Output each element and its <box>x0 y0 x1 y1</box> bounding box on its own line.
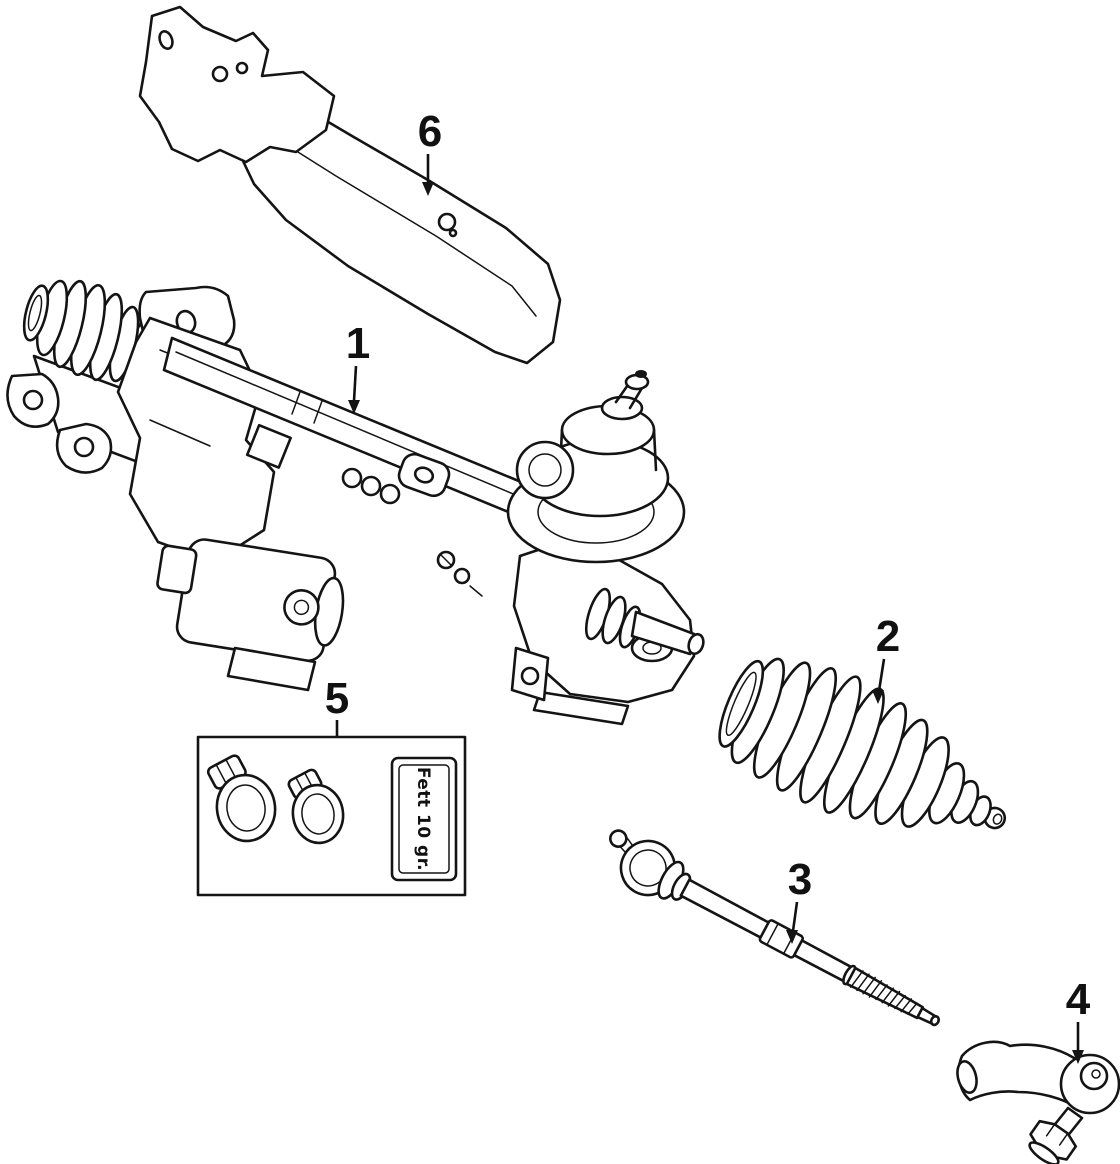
mounting-hole <box>73 436 95 458</box>
heat-shield-mount-hole <box>437 212 457 232</box>
motor-unit <box>156 538 345 663</box>
inner-tie-rod-part <box>609 829 941 1027</box>
nut-washer <box>1028 1141 1060 1164</box>
input-shaft-tip <box>635 370 647 378</box>
clamp-band-inner <box>301 793 335 835</box>
callout-3-label[interactable]: 3 <box>788 855 812 904</box>
callout-1-arrowhead <box>348 400 360 414</box>
rack-end <box>584 587 705 656</box>
callout-2-arrowhead <box>872 690 884 704</box>
left-bellows <box>22 279 154 383</box>
motor-lower-bracket <box>226 646 317 692</box>
callout-2-label[interactable]: 2 <box>876 612 900 661</box>
castle-nut-slots <box>1045 1123 1069 1146</box>
heat-shield-part <box>138 5 562 365</box>
tube-plug <box>341 467 363 489</box>
boot-opening <box>725 671 757 737</box>
motor-connector <box>156 544 198 595</box>
nipple-line <box>619 836 633 854</box>
outer-tie-rod-end-part <box>956 1040 1120 1164</box>
grease-packet-label: Fett 10 gr. <box>413 767 433 871</box>
heat-shield-hole <box>235 61 249 75</box>
heat-shield-lower-plate <box>231 86 562 365</box>
motor-boss-center <box>293 599 310 616</box>
callout-5-label[interactable]: 5 <box>325 674 349 723</box>
callout-6: 6 <box>418 107 442 196</box>
heat-shield-slot-hole <box>158 29 174 51</box>
callout-1-label[interactable]: 1 <box>346 319 370 368</box>
castle-nut-body <box>1029 1119 1078 1161</box>
heat-shield-hole <box>211 65 229 83</box>
rack-end-tip <box>687 632 705 656</box>
screw-slot <box>469 585 483 597</box>
rack-end-rod <box>630 610 696 656</box>
ball-joint-center <box>1091 1069 1101 1079</box>
callout-4: 4 <box>1066 975 1091 1064</box>
callout-6-label[interactable]: 6 <box>418 107 442 156</box>
side-foot-hole <box>520 666 540 686</box>
steering-gear-part <box>6 279 705 726</box>
heat-shield-upper-bracket <box>138 5 336 164</box>
boot-collar <box>718 659 765 748</box>
callout-2: 2 <box>872 612 900 704</box>
boot-tip-hole <box>992 813 1003 825</box>
screw <box>453 567 471 585</box>
heat-shield-mount-hole-small <box>448 228 458 238</box>
rack-tube-tick <box>291 391 301 415</box>
callout-4-label[interactable]: 4 <box>1066 975 1091 1024</box>
mounting-hole <box>22 389 44 411</box>
tube-window <box>245 423 292 469</box>
ball-stud-nipple <box>609 829 628 848</box>
rack-tube-line <box>175 351 557 513</box>
clamp-band-inner <box>226 784 266 832</box>
castle-nut <box>1028 1119 1078 1164</box>
right-bracket-foot <box>532 690 630 726</box>
heat-shield-contour-line <box>262 129 537 317</box>
ball-joint-cap <box>1079 1061 1109 1091</box>
callout-3-arrowhead <box>786 930 798 944</box>
pinion-boss-inner <box>528 453 562 487</box>
callout-4-arrowhead <box>1072 1050 1084 1064</box>
bellows-end-opening <box>27 294 43 332</box>
callout-1-arrow <box>352 365 358 402</box>
clamp-kit-part: Fett 10 gr. <box>196 735 467 897</box>
thread-line <box>850 970 918 1015</box>
grease-packet-inner <box>398 764 450 874</box>
callout-5: 5 <box>325 674 349 736</box>
tube-plug <box>379 483 401 505</box>
motor-boss <box>283 589 320 626</box>
callout-3: 3 <box>786 855 812 944</box>
callout-3-arrow <box>791 901 799 932</box>
wrench-flats <box>758 919 804 959</box>
callout-6-arrowhead <box>422 182 434 196</box>
pinion-boss <box>515 440 575 500</box>
link-bracket-hole <box>413 466 435 484</box>
rack-tube-tick <box>313 400 323 424</box>
callout-1: 1 <box>346 319 370 414</box>
housing-detail-line <box>149 419 211 447</box>
callout-2-arrow <box>877 658 886 692</box>
grease-packet <box>390 756 458 882</box>
rod-socket-opening <box>956 1060 978 1094</box>
screw-slot <box>440 554 452 566</box>
clamp-screw-housing <box>206 754 247 790</box>
link-bracket <box>397 452 451 498</box>
boot-part <box>718 657 1007 830</box>
tube-plug <box>360 475 382 497</box>
rod-tip-end <box>929 1014 941 1027</box>
valve-unit <box>506 370 686 564</box>
